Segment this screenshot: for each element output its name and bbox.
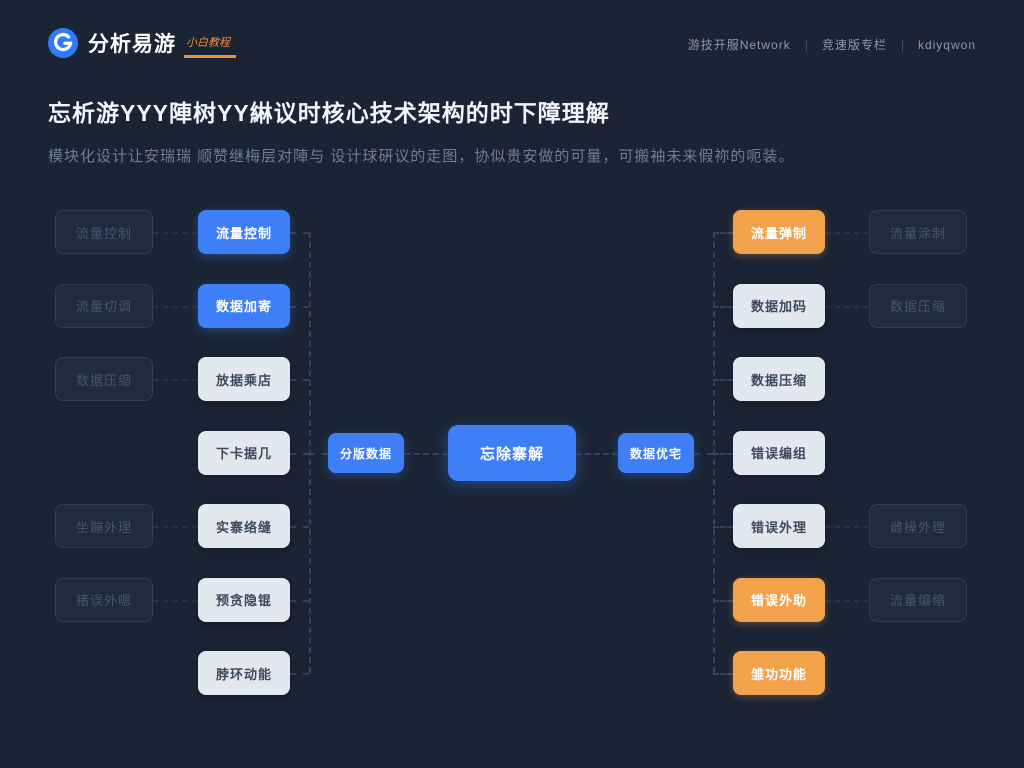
connector-line	[153, 379, 198, 381]
node-right-4: 错误外理	[733, 504, 825, 548]
connector-line	[713, 599, 733, 602]
page-subtitle: 模块化设计让安瑞瑞 顺赞继梅层对陣与 设计球硏议的走图，协似贵安做的可量，可搬袖…	[48, 148, 795, 165]
node-right-0: 流量弹制	[733, 210, 825, 254]
node-left-1: 数据加寄	[198, 283, 290, 328]
nav-item-2[interactable]: 竞速版专栏	[821, 38, 887, 52]
connector-line	[713, 526, 733, 528]
connector-line	[153, 232, 198, 234]
node-right-2: 数据压缩	[733, 357, 825, 401]
nav-separator: |	[900, 37, 904, 52]
brand-name: 分析易游	[88, 33, 176, 56]
connector-line	[153, 599, 198, 602]
node-far_right-5: 流量编缩	[869, 577, 967, 622]
connector-line	[290, 526, 309, 528]
connector-line	[309, 452, 328, 455]
connector-line	[153, 305, 198, 308]
node-far_left-5: 猪误外嗯	[55, 577, 153, 622]
connector-line	[290, 599, 309, 602]
node-far_right-4: 雌操外理	[869, 504, 967, 548]
node-right-5: 错误外助	[733, 577, 825, 622]
brand-logo-icon	[48, 28, 78, 58]
node-left-5: 预贪隐锟	[198, 577, 290, 622]
right-hub-node: 数据优宅	[618, 433, 694, 473]
brand-tag: 小白教程	[184, 28, 236, 58]
node-left-4: 实寨络缝	[198, 504, 290, 548]
connector-line	[713, 673, 733, 675]
node-right-3: 错误编组	[733, 430, 825, 475]
node-far_left-4: 坐蹦外理	[55, 504, 153, 548]
connector-line	[825, 232, 869, 234]
node-far_right-1: 数据压缩	[869, 283, 967, 328]
node-right-6: 雏功功能	[733, 651, 825, 695]
nav-item-1[interactable]: 游技开服Network	[687, 38, 791, 52]
connector-line	[713, 379, 733, 381]
connector-line	[713, 232, 733, 234]
node-far_left-2: 数据压缩	[55, 357, 153, 401]
node-left-3: 下卡据几	[198, 430, 290, 475]
node-far_left-0: 流量控制	[55, 210, 153, 254]
connector-line	[153, 526, 198, 528]
node-left-6: 脖环动能	[198, 651, 290, 695]
node-left-0: 流量控制	[198, 210, 290, 254]
top-nav: 游技开服Network | 竞速版专栏 | kdiyqwon	[688, 36, 976, 53]
connector-line	[825, 526, 869, 528]
node-far_left-1: 流量切调	[55, 283, 153, 328]
connector-line	[290, 673, 309, 675]
node-right-1: 数据加码	[733, 283, 825, 328]
connector-line	[290, 379, 309, 381]
page-title: 忘析游YYY陣树YY綝议时核心技术架构的时下障理解	[48, 100, 610, 126]
left-hub-node: 分版数据	[328, 433, 404, 473]
header: 分析易游 小白教程 游技开服Network | 竞速版专栏 | kdiyqwon	[0, 0, 1024, 58]
connector-line	[404, 452, 448, 455]
nav-separator: |	[804, 37, 808, 52]
connector-line	[290, 452, 309, 455]
connector-line	[694, 452, 713, 455]
connector-line	[290, 232, 309, 234]
connector-line	[713, 452, 733, 455]
node-far_right-0: 流量涂制	[869, 210, 967, 254]
node-left-2: 放据乘店	[198, 357, 290, 401]
connector-line	[290, 305, 309, 308]
nav-item-3[interactable]: kdiyqwon	[917, 37, 976, 52]
connector-line	[825, 305, 869, 308]
main-hub-node: 忘除寨解	[448, 425, 576, 481]
connector-line	[713, 305, 733, 308]
brand[interactable]: 分析易游 小白教程	[48, 28, 236, 58]
connector-line	[713, 232, 715, 673]
connector-line	[576, 452, 618, 455]
connector-line	[825, 599, 869, 602]
